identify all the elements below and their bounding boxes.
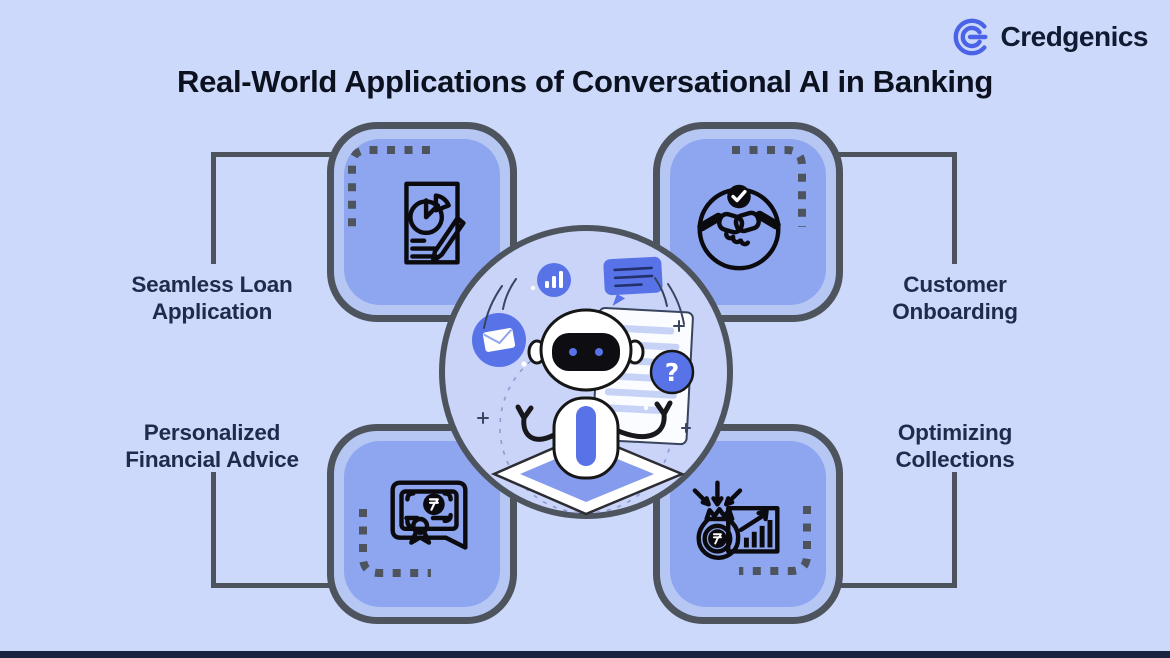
ai-chatbot-illustration: ? [439, 225, 733, 519]
connector-bottom-right-vertical [952, 472, 957, 588]
connector-top-right-vertical [952, 152, 957, 264]
connector-bottom-right-horizontal [838, 583, 957, 588]
connector-top-left-horizontal [211, 152, 333, 157]
label-optimizing-collections: Optimizing Collections [895, 420, 1015, 472]
bottom-accent-bar [0, 651, 1170, 658]
brand-name: Credgenics [1000, 21, 1149, 52]
page-title: Real-World Applications of Conversationa… [177, 64, 993, 99]
label-customer-onboarding: Customer Onboarding [892, 272, 1018, 324]
connector-bottom-left-horizontal [211, 583, 333, 588]
label-seamless-loan-application: Seamless Loan Application [131, 272, 293, 324]
envelope-icon [472, 313, 526, 367]
chat-bubble-icon [603, 256, 663, 307]
credgenics-g-icon [953, 18, 988, 56]
question-mark-icon: ? [649, 349, 695, 395]
connector-top-right-horizontal [838, 152, 957, 157]
connector-top-left-vertical [211, 152, 216, 264]
brand-logo: Credgenics [950, 16, 1149, 58]
connector-bottom-left-vertical [211, 472, 216, 588]
svg-text:?: ? [665, 358, 680, 387]
center-illustration: ? [436, 222, 736, 522]
label-personalized-financial-advice: Personalized Financial Advice [125, 420, 299, 472]
bar-chart-icon [537, 263, 571, 297]
